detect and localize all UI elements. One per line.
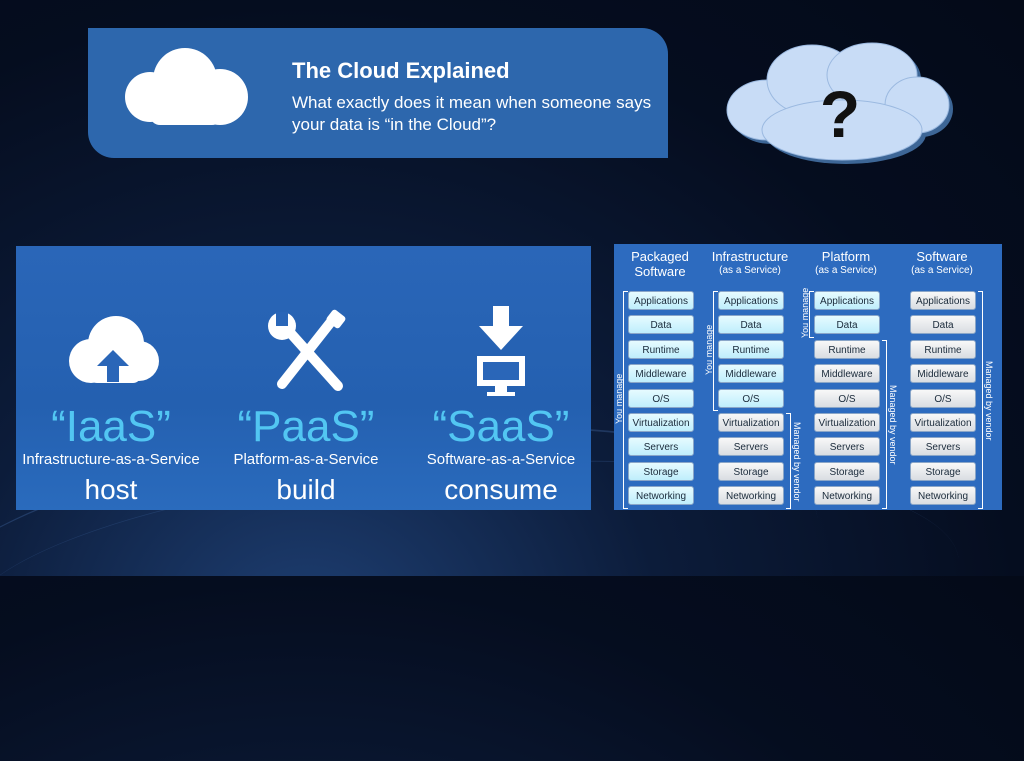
layer-cell: Virtualization [718,413,784,432]
layer-cell: O/S [814,388,880,408]
column-subtitle: (as a Service) [815,265,877,276]
layer-cell: O/S [910,388,976,408]
service-acronym: “SaaS” [432,402,570,451]
layer-cell: Servers [814,437,880,457]
layer-cell: Applications [628,291,694,310]
layer-cell: Servers [910,437,976,457]
layer-cell: Storage [628,461,694,481]
layer-cell: Networking [628,486,694,506]
service-name: Infrastructure-as-a-Service [22,451,200,468]
you-manage-bracket [809,291,814,338]
you-manage-label: You manage [614,373,624,424]
service-saas: “SaaS” Software-as-a-Service consume [406,246,596,510]
layer-cell: Middleware [628,364,694,384]
question-mark: ? [820,77,860,151]
layer-cell: Applications [910,291,976,310]
column-subtitle: (as a Service) [911,265,973,276]
you-manage-bracket [713,291,718,411]
layer-cell: Runtime [718,339,784,359]
layer-cell: Virtualization [910,413,976,432]
layer-cell: Middleware [814,364,880,384]
download-monitor-icon [477,306,525,396]
layer-cell: Virtualization [628,413,694,432]
layer-cell: Data [718,315,784,335]
layer-cell: Storage [910,461,976,481]
service-verb: host [84,474,138,505]
layer-cell: O/S [628,388,694,408]
layer-cell: O/S [718,388,784,408]
layer-cell: Runtime [910,339,976,359]
layer-cell: Servers [628,437,694,457]
layer-cell: Data [814,315,880,335]
column-header: Packaged Software [614,249,706,279]
layer-cell: Servers [718,437,784,457]
layer-cell: Storage [814,461,880,481]
cloud-icon [125,48,248,125]
service-models-panel: “IaaS” Infrastructure-as-a-Service host … [16,246,591,510]
column-title: Platform [821,249,871,264]
cloud-upload-icon [69,316,159,383]
layer-cell: Networking [718,486,784,506]
service-acronym: “PaaS” [237,402,375,451]
service-name: Software-as-a-Service [426,451,576,468]
vendor-label: Managed by vendor [792,421,802,502]
service-acronym: “IaaS” [51,402,171,451]
you-manage-bracket [623,291,628,509]
layer-cell: Middleware [718,364,784,384]
vendor-label: Managed by vendor [984,360,994,441]
column-title: Infrastructure [711,249,789,264]
service-paas: “PaaS” Platform-as-a-Service build [211,246,401,510]
vendor-bracket [882,339,887,509]
question-cloud-icon: ? [726,42,953,164]
wrench-screwdriver-icon [268,309,346,391]
layer-cell: Runtime [628,339,694,359]
service-iaas: “IaaS” Infrastructure-as-a-Service host [16,246,206,510]
layer-cell: Data [628,315,694,335]
page-subtitle: What exactly does it mean when someone s… [292,93,652,134]
layer-cell: Data [910,315,976,335]
layer-cell: Applications [814,291,880,310]
vendor-bracket [978,291,983,509]
column-header: Software(as a Service) [896,249,988,277]
layer-cell: Applications [718,291,784,310]
column-title: Software [916,249,968,264]
service-verb: build [276,474,336,505]
layer-cell: Runtime [814,339,880,359]
you-manage-label: You manage [800,288,810,339]
layer-cell: Middleware [910,364,976,384]
vendor-bracket [786,413,791,509]
column-header: Infrastructure(as a Service) [704,249,796,277]
page-title: The Cloud Explained [292,58,510,83]
vendor-label: Managed by vendor [888,385,898,465]
service-name: Platform-as-a-Service [233,451,379,468]
layer-cell: Virtualization [814,413,880,432]
column-header: Platform(as a Service) [800,249,892,277]
layer-cell: Storage [718,461,784,481]
layer-cell: Networking [910,486,976,506]
column-subtitle: (as a Service) [719,265,781,276]
you-manage-label: You manage [704,324,714,375]
layer-cell: Networking [814,486,880,506]
service-verb: consume [444,474,558,505]
column-title: Packaged Software [631,249,689,279]
